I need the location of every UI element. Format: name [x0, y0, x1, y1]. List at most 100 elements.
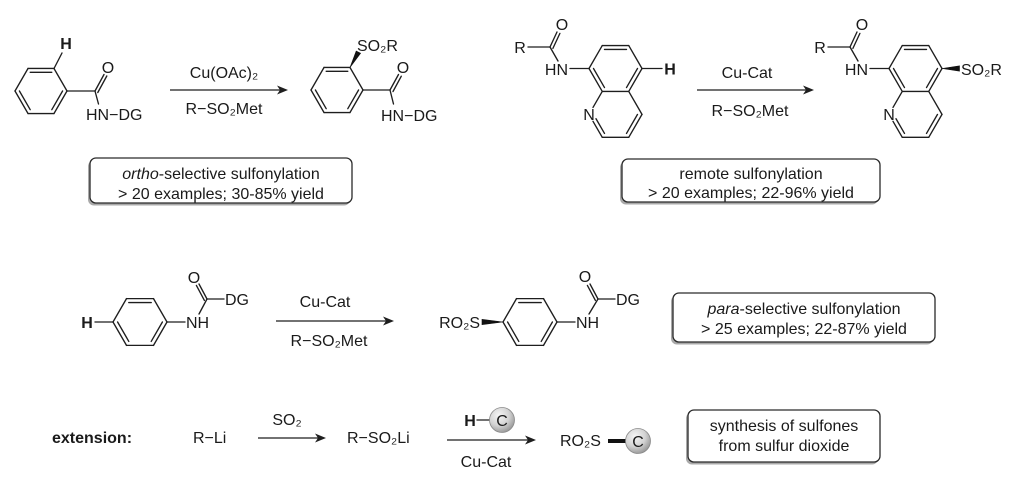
oxygen-label: O [556, 17, 568, 34]
ring-bond [310, 89, 325, 114]
ring-bond [53, 90, 68, 115]
extension-summary-box: synthesis of sulfones from sulfur dioxid… [686, 409, 881, 465]
ring-double-bond-inner [18, 90, 31, 111]
para-reactant: H NH DG O [81, 270, 249, 347]
carbonyl-double-bond-second [852, 32, 861, 50]
ring-bond [152, 297, 168, 323]
ring-double-bond-inner [51, 90, 64, 111]
carbonyl-double-bond [198, 283, 208, 300]
box-frame [672, 292, 936, 343]
ring-bond [152, 321, 168, 347]
ring-bond [112, 297, 128, 323]
remote-reaction: N H HN R O Cu-Cat R−SO₂Met N SO₂R HN [514, 17, 1002, 205]
carbonyl-double-bond-second [552, 32, 561, 50]
quinoline-carbocycle [888, 44, 943, 93]
para-product: RO₂S NH DG O [439, 269, 640, 347]
box-frame [621, 158, 881, 203]
carbonyl-double-bond [589, 283, 599, 300]
ring-bond [628, 113, 643, 139]
ring-bond [542, 321, 558, 347]
organolithium-label: R−Li [193, 430, 226, 447]
extension-label: extension: [52, 430, 132, 447]
carbonyl-double-bond [94, 73, 105, 92]
carbonyl-nitrogen-bond [94, 90, 100, 105]
hydrogen-label: H [60, 36, 72, 53]
quinoline-carbocycle [588, 44, 643, 93]
carbonyl-double-bond [549, 31, 558, 48]
sulfonyl-label: SO₂R [961, 62, 1002, 79]
ring-bond [542, 297, 558, 323]
dg-label: DG [225, 292, 249, 309]
ring-bond [502, 297, 518, 323]
summary-detail: > 20 examples; 22-96% yield [648, 185, 854, 202]
summary-title: para-selective sulfonylation [707, 301, 901, 318]
box-frame [687, 409, 881, 463]
amide-label: HN−DG [381, 108, 437, 125]
remote-reaction-arrow: Cu-Cat R−SO₂Met [697, 65, 814, 120]
sulfone-product: RO₂S C [560, 428, 651, 454]
ortho-reactant: H O HN−DG [14, 36, 142, 124]
ring-double-bond-inner [540, 321, 554, 343]
arrow-head [315, 433, 326, 443]
ortho-reaction: H O HN−DG Cu(OAc)₂ R−SO₂Met SO₂R O HN−DG [14, 36, 437, 206]
ring-bond [14, 90, 29, 115]
ring-nitrogen-label: N [583, 107, 595, 124]
carbon-ball-icon [625, 428, 651, 454]
carbonyl-double-bond [849, 31, 858, 48]
reagent-catalyst: Cu(OAc)₂ [190, 65, 258, 82]
carbonyl-double-bond [389, 73, 400, 91]
carbonyl-nitrogen-bond [389, 89, 395, 105]
oxygen-label: O [397, 60, 409, 77]
summary-line-2: from sulfur dioxide [719, 438, 850, 455]
reagent-catalyst: Cu-Cat [300, 294, 351, 311]
ring-double-bond-inner [595, 118, 606, 135]
nh-label: HN [545, 62, 568, 79]
summary-detail: > 20 examples; 30-85% yield [118, 186, 324, 203]
sulfonyl-label: SO₂R [357, 38, 398, 55]
ring-bond [592, 120, 603, 139]
para-summary-box: para-selective sulfonylation > 25 exampl… [671, 292, 936, 345]
arrow-head [803, 85, 814, 95]
reagent-sulfinate: R−SO₂Met [291, 333, 368, 350]
ring-bond [349, 89, 364, 114]
summary-title: remote sulfonylation [679, 166, 822, 183]
ring-double-bond-inner [625, 113, 639, 135]
nh-label: HN [845, 62, 868, 79]
carbonyl-double-bond-second [586, 284, 597, 302]
oxygen-label: O [102, 60, 114, 77]
ring-bond [888, 67, 903, 93]
nh-carbonyl-bond [549, 46, 559, 62]
ring-double-bond-inner [895, 118, 906, 135]
carbon-label: C [496, 413, 508, 430]
extension-reaction: extension: R−Li SO₂ R−SO₂Li H C Cu-Cat R… [52, 407, 881, 471]
ring-double-bond-inner [506, 321, 520, 343]
summary-detail: > 25 examples; 22-87% yield [701, 321, 907, 338]
ring-bond [588, 67, 603, 93]
c-h-bond [53, 52, 63, 70]
carbonyl-double-bond-second [195, 284, 206, 302]
summary-title-italic: ortho [122, 166, 159, 183]
nh-label: NH [576, 315, 599, 332]
arrow-head [277, 85, 288, 95]
ring-bond [592, 90, 603, 109]
reagent-sulfinate: R−SO₂Met [712, 103, 789, 120]
reagent-sulfur-dioxide: SO₂ [272, 412, 301, 429]
para-reaction-arrow: Cu-Cat R−SO₂Met [276, 294, 394, 350]
nh-carbonyl-bond [198, 298, 208, 315]
ring-bond [892, 90, 903, 109]
wedge-bond [941, 65, 960, 72]
box-frame [89, 157, 353, 204]
ring-double-bond-inner [314, 89, 327, 110]
carbonyl-double-bond-second [97, 75, 108, 94]
ring-bond [928, 44, 943, 70]
benzene-ring [14, 67, 68, 115]
ring-bond [349, 66, 364, 91]
summary-title-italic: para [707, 301, 740, 318]
extension-arrow-1: SO₂ [258, 412, 326, 443]
ring-double-bond-inner [625, 67, 639, 89]
ring-double-bond-inner [925, 113, 939, 135]
ring-bond [588, 44, 603, 70]
summary-title-rest: -selective sulfonylation [740, 301, 901, 318]
ortho-reaction-arrow: Cu(OAc)₂ R−SO₂Met [170, 65, 288, 118]
